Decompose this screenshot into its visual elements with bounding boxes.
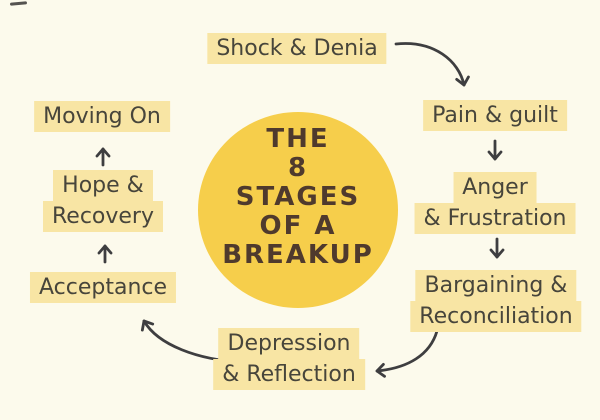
stage-label-line: Reconciliation (410, 301, 582, 332)
arrow-bargaining-to-depression (375, 329, 439, 378)
stage-label-line: Anger (415, 172, 576, 203)
stage-label-line: Depression (213, 328, 365, 359)
stage-hope-recovery: Hope & Recovery (42, 170, 164, 232)
arrow-shock-to-pain (394, 42, 470, 87)
stage-label-line: Acceptance (29, 272, 177, 303)
center-circle-title: THE 8 STAGES OF A BREAKUP (222, 123, 374, 270)
stage-pain-guilt: Pain & guilt (423, 100, 567, 131)
stage-acceptance: Acceptance (29, 272, 177, 303)
center-circle-line: OF A (259, 210, 337, 241)
stage-label-line: Pain & guilt (423, 100, 567, 131)
stage-label-line: Moving On (34, 101, 170, 132)
stage-label-line: Shock & Denia (207, 33, 387, 64)
center-circle-line: 8 (287, 152, 309, 183)
stage-label-line: & Reflection (213, 359, 365, 390)
stage-anger-frustration: Anger & Frustration (414, 172, 576, 234)
stage-label-line: & Frustration (414, 203, 576, 234)
stage-label-line: Hope & (43, 170, 163, 201)
stage-depression-reflection: Depression & Reflection (213, 328, 365, 390)
stage-label-line: Recovery (42, 201, 164, 232)
center-circle-line: BREAKUP (222, 239, 374, 270)
center-circle-line: THE (266, 123, 330, 154)
stage-bargaining-reconciliation: Bargaining & Reconciliation (410, 270, 582, 332)
center-circle: THE 8 STAGES OF A BREAKUP (198, 112, 398, 308)
center-circle-line: STAGES (235, 181, 361, 212)
stage-moving-on: Moving On (34, 101, 170, 132)
stage-label-line: Bargaining & (410, 270, 581, 301)
stage-shock-denial: Shock & Denia (207, 33, 387, 64)
